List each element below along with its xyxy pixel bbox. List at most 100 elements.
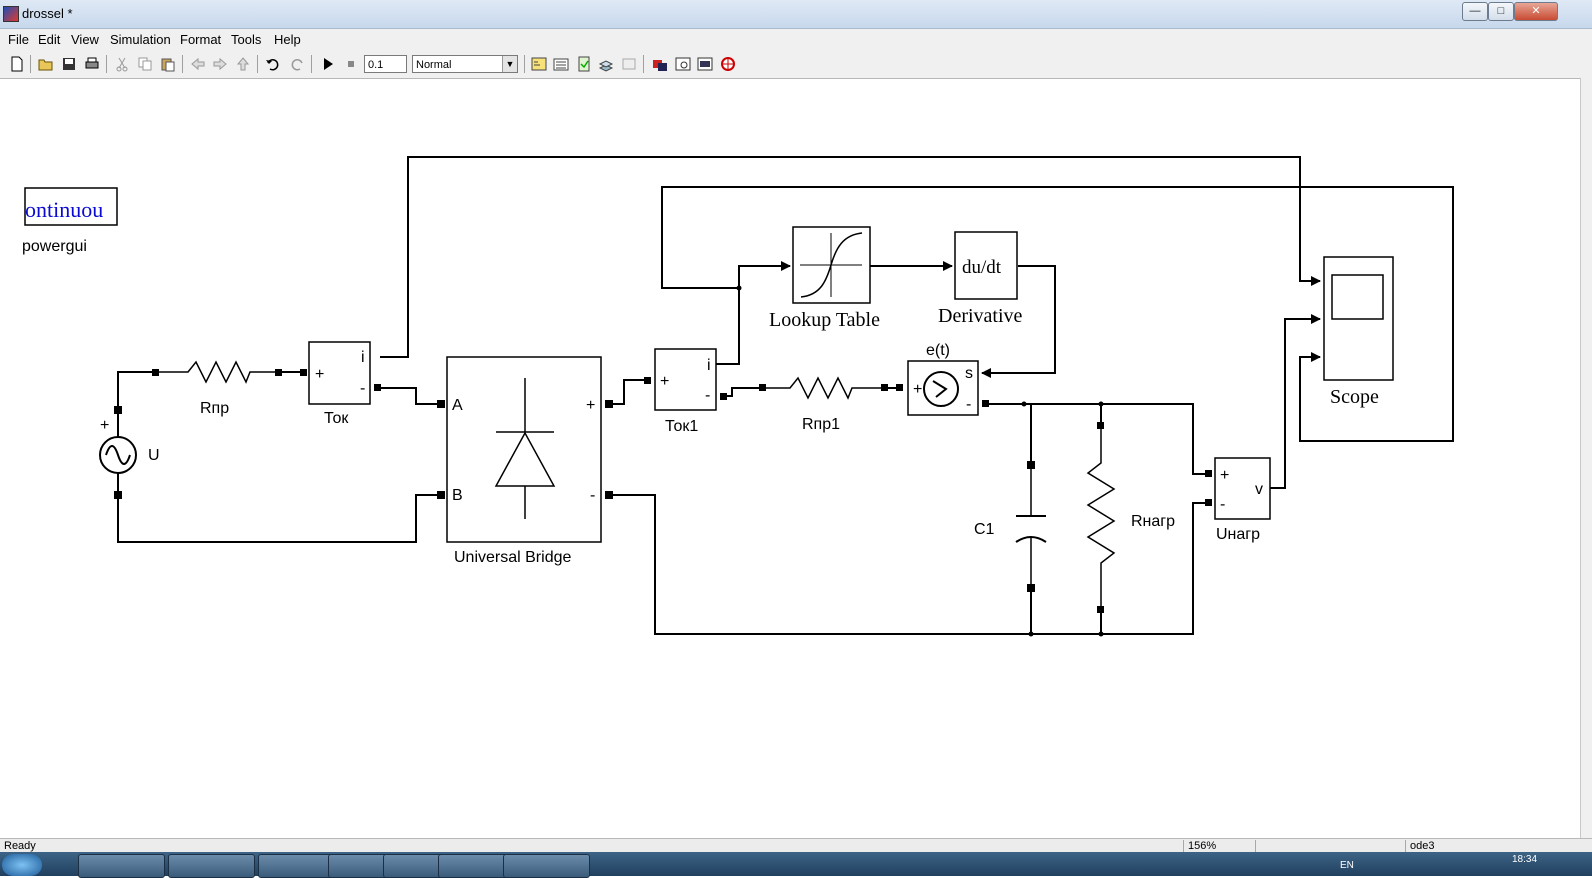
unagr-minus: - — [1220, 496, 1225, 513]
derivative-block[interactable]: du/dt Derivative — [938, 231, 1023, 327]
start-icon[interactable] — [320, 56, 336, 72]
model-explorer-icon[interactable] — [553, 56, 569, 72]
menu-file[interactable]: File — [8, 32, 29, 47]
explorer-icon[interactable] — [675, 56, 691, 72]
simulink-app-icon — [3, 6, 19, 22]
universal-bridge-block[interactable]: A B + - Universal Bridge — [437, 356, 613, 566]
u-plus-sign: + — [100, 417, 109, 434]
model-canvas[interactable]: ontinuou powergui + U Rпр + - i Ток — [0, 79, 1580, 838]
lookup-label: Lookup Table — [769, 309, 880, 331]
scope-block[interactable]: Scope — [1323, 256, 1394, 408]
simulation-mode-select[interactable]: Normal ▼ — [412, 55, 518, 73]
voltage-measurement-unagr[interactable]: + - v Uнагр — [1205, 457, 1271, 543]
maximize-button[interactable]: □ — [1488, 2, 1514, 21]
close-button[interactable]: ✕ — [1514, 2, 1558, 21]
status-zoom-cell: 156% — [1183, 840, 1254, 852]
junctions — [736, 285, 1104, 637]
open-icon[interactable] — [38, 56, 54, 72]
up-icon[interactable] — [235, 56, 251, 72]
menu-simulation[interactable]: Simulation — [110, 32, 171, 47]
ac-voltage-source-u[interactable]: + U — [99, 406, 160, 499]
cut-icon[interactable] — [114, 56, 130, 72]
tok-plus: + — [315, 366, 324, 383]
menu-help[interactable]: Help — [274, 32, 301, 47]
tok1-port-i: i — [707, 357, 711, 374]
menu-view[interactable]: View — [71, 32, 99, 47]
derivative-text: du/dt — [962, 257, 1002, 278]
debugger-icon[interactable] — [697, 56, 713, 72]
new-icon[interactable] — [9, 56, 25, 72]
unagr-port-v: v — [1255, 481, 1263, 498]
status-empty-cell — [1255, 840, 1406, 852]
library-icon[interactable] — [652, 56, 668, 72]
current-measurement-tok[interactable]: + - i Ток — [308, 341, 381, 427]
status-solver: ode3 — [1410, 840, 1435, 852]
controlled-voltage-source-et[interactable]: + - s e(t) — [907, 342, 989, 416]
tok1-plus: + — [660, 373, 669, 390]
status-solver-cell: ode3 — [1405, 840, 1536, 852]
wire-tok1-rpr1 — [724, 387, 762, 397]
powergui-mode: ontinuou — [25, 197, 103, 222]
capacitor-c1[interactable]: C1 — [974, 461, 1047, 592]
et-minus: - — [966, 396, 971, 413]
profiler-icon[interactable] — [720, 56, 736, 72]
redo-icon[interactable] — [289, 56, 305, 72]
build-icon[interactable] — [598, 56, 614, 72]
menu-edit[interactable]: Edit — [38, 32, 61, 47]
chevron-down-icon[interactable]: ▼ — [502, 56, 517, 72]
save-icon[interactable] — [61, 56, 77, 72]
menu-tools[interactable]: Tools — [231, 32, 262, 47]
simulation-mode-value: Normal — [416, 59, 452, 71]
toolbar-separator — [106, 55, 107, 73]
back-icon[interactable] — [190, 56, 206, 72]
toolbar-separator — [182, 55, 183, 73]
debug-icon[interactable] — [576, 56, 592, 72]
et-label: e(t) — [926, 342, 950, 359]
bridge-port-minus: - — [590, 487, 595, 504]
menu-format[interactable]: Format — [180, 32, 222, 47]
language-indicator[interactable]: EN — [1340, 860, 1354, 871]
resistor-rnagr[interactable]: Rнагр — [1086, 422, 1175, 613]
port-square — [114, 491, 122, 499]
taskbar-media-icon[interactable] — [168, 854, 255, 878]
c1-label: C1 — [974, 521, 995, 538]
taskbar-ie-icon[interactable] — [78, 854, 165, 878]
toolbar-separator — [30, 55, 31, 73]
controlled-source-icon — [932, 380, 948, 398]
copy-icon[interactable] — [137, 56, 153, 72]
rnagr-label: Rнагр — [1131, 513, 1175, 530]
et-port-s: s — [965, 365, 973, 382]
taskbar-clock: 18:34 — [1512, 854, 1538, 865]
undo-icon[interactable] — [265, 56, 281, 72]
status-bar: Ready 156% ode3 — [0, 838, 1592, 853]
lookup-table-block[interactable]: Lookup Table — [769, 226, 880, 331]
forward-icon[interactable] — [212, 56, 228, 72]
title-bar: drossel * — □ ✕ — [0, 0, 1592, 29]
tok-minus: - — [360, 380, 365, 397]
resistor-zigzag — [766, 376, 882, 400]
update-icon[interactable] — [621, 56, 637, 72]
stop-time-input[interactable]: 0.1 — [364, 55, 407, 73]
resistor-zigzag — [159, 360, 275, 384]
minimize-button[interactable]: — — [1462, 2, 1488, 21]
current-measurement-tok1[interactable]: + - i Ток1 — [644, 348, 727, 435]
et-plus: + — [913, 381, 922, 398]
bridge-port-b: B — [452, 487, 463, 504]
tok-label: Ток — [324, 410, 349, 427]
library-browser-icon[interactable] — [531, 56, 547, 72]
resistor-rpr1[interactable]: Rпр1 — [759, 376, 903, 433]
toolbar-separator — [524, 55, 525, 73]
wire-derivative-et — [981, 265, 1056, 378]
print-icon[interactable] — [84, 56, 100, 72]
wire-et-load — [986, 403, 1208, 475]
start-button-icon[interactable] — [2, 854, 42, 876]
paste-icon[interactable] — [160, 56, 176, 72]
wire-tok-scope — [380, 156, 1321, 358]
wire-tok-bridge-a — [378, 387, 440, 405]
vertical-scrollbar[interactable] — [1580, 78, 1592, 838]
wire-feedback-scope — [661, 186, 1454, 442]
taskbar-excel-icon[interactable] — [503, 854, 590, 878]
powergui-block[interactable]: ontinuou powergui — [22, 187, 118, 255]
stop-icon[interactable] — [343, 56, 359, 72]
resistor-rpr[interactable]: Rпр — [152, 360, 307, 417]
